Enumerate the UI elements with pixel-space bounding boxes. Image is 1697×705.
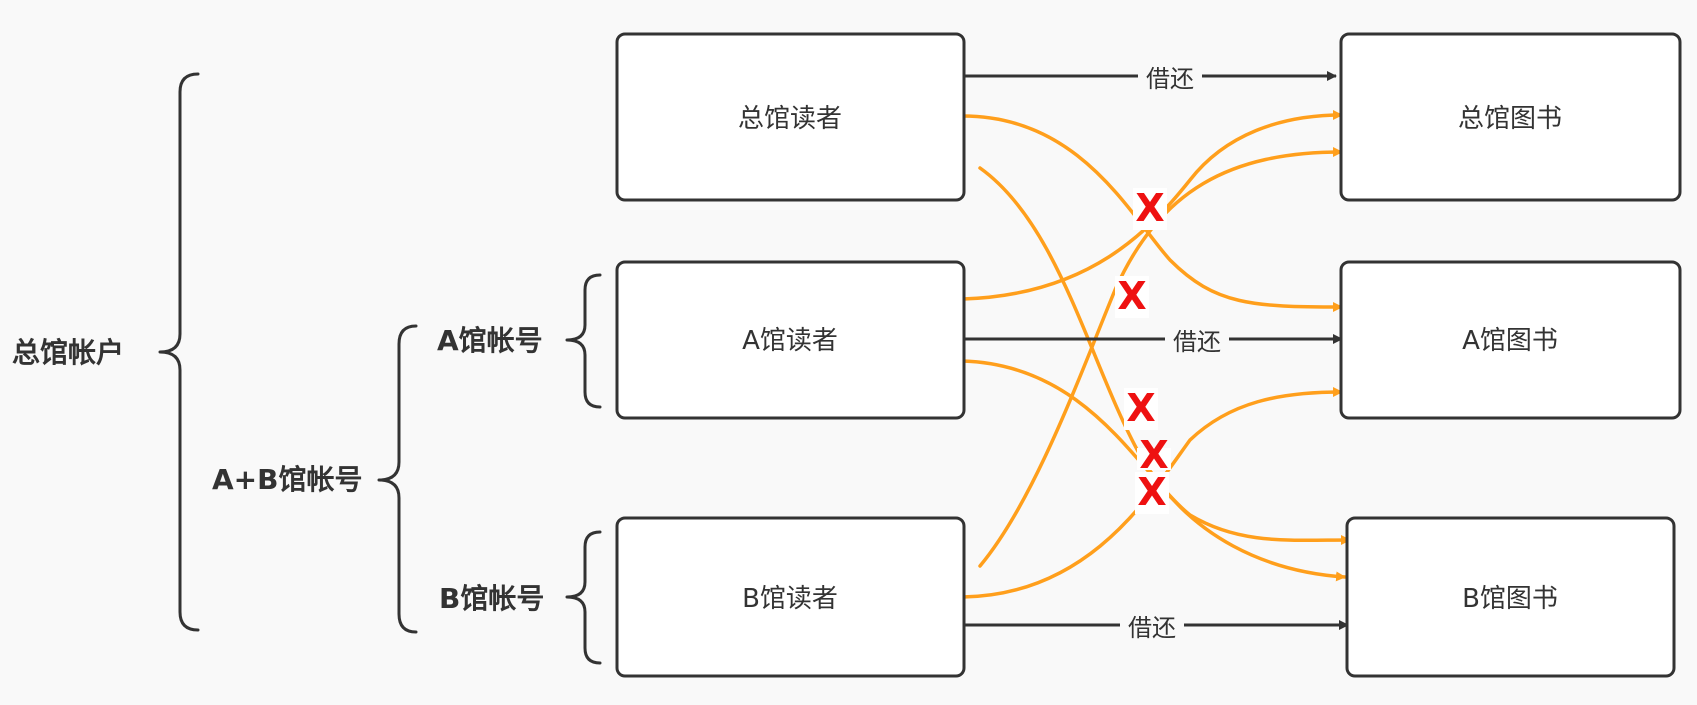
node-a-books[interactable]: A馆图书 [1339, 260, 1682, 420]
hq-account-brace [158, 72, 200, 632]
a-account-brace [565, 273, 602, 409]
borrow-label-a-bg [1165, 324, 1229, 356]
a-account-label: A馆帐号 [437, 324, 543, 357]
blocked-edge-b-reader-to-a-books [961, 387, 1344, 599]
ab-account-label: A+B馆帐号 [212, 463, 362, 496]
blocked-mark-3-bg [1124, 388, 1158, 430]
blocked-edge-a-reader-to-hq-books [961, 110, 1344, 301]
hq-books-label: 总馆图书 [1458, 104, 1562, 134]
blocked-mark-5: X [1137, 470, 1166, 514]
hq-account-label: 总馆帐户 [12, 336, 124, 369]
blocked-edge-a-reader-to-b-books [961, 359, 1352, 546]
blocked-edge-hq-reader-to-a-books [961, 114, 1344, 312]
ab-account-brace [377, 324, 418, 634]
blocked-mark-2: X [1117, 274, 1146, 318]
b-account-brace [565, 530, 602, 665]
borrow-label-hq: 借还 [1146, 65, 1194, 93]
blocked-mark-2-bg [1115, 276, 1149, 318]
hq-reader-label: 总馆读者 [738, 104, 842, 134]
node-b-books[interactable]: B馆图书 [1345, 516, 1676, 678]
node-hq-books[interactable]: 总馆图书 [1339, 32, 1682, 202]
node-a-reader[interactable]: A馆读者 [615, 260, 966, 420]
b-reader-label: B馆读者 [742, 584, 838, 614]
b-account-label: B馆帐号 [439, 582, 544, 615]
node-hq-reader[interactable]: 总馆读者 [615, 32, 966, 202]
blocked-mark-1-bg [1133, 188, 1167, 230]
borrow-label-hq-bg [1138, 61, 1202, 93]
blocked-mark-1: X [1135, 186, 1164, 230]
borrow-label-a: 借还 [1173, 328, 1221, 356]
borrow-label-b-bg [1120, 610, 1184, 642]
a-books-label: A馆图书 [1462, 326, 1558, 356]
blocked-mark-5-bg [1135, 472, 1169, 514]
blocked-mark-4: X [1139, 433, 1168, 477]
b-books-label: B馆图书 [1462, 584, 1558, 614]
node-b-reader[interactable]: B馆读者 [615, 516, 966, 678]
borrow-label-b: 借还 [1128, 614, 1176, 642]
blocked-mark-3: X [1126, 386, 1155, 430]
a-reader-label: A馆读者 [742, 326, 838, 356]
blocked-mark-4-bg [1137, 448, 1171, 470]
